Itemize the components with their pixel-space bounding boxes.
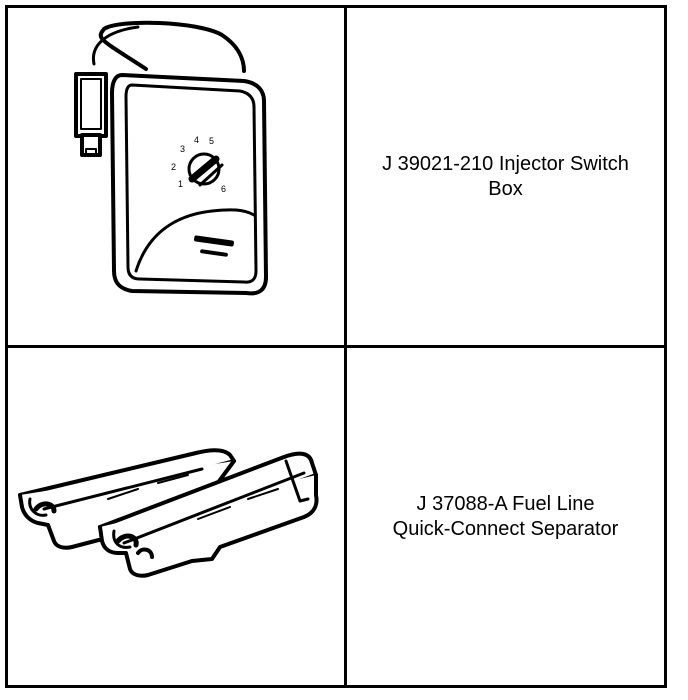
dial-mark: 3 bbox=[180, 144, 185, 154]
tool-name-line: Box bbox=[488, 177, 523, 200]
tool-name-cell-2: J 37088-A Fuel Line Quick-Connect Separa… bbox=[344, 345, 667, 688]
tool-name-line: J 39021-210 Injector Switch bbox=[382, 152, 629, 175]
quick-connect-separator-icon bbox=[18, 447, 319, 578]
dial-mark: 1 bbox=[178, 179, 183, 189]
dial-mark: 4 bbox=[194, 135, 199, 145]
tool-table: 1 2 3 4 5 6 J 39021-210 Injector Switch bbox=[5, 5, 667, 688]
dial-mark: 2 bbox=[171, 162, 176, 172]
dial-mark: 6 bbox=[221, 184, 226, 194]
tool-name-cell-1: J 39021-210 Injector Switch Box bbox=[344, 5, 667, 348]
tool-name-line: J 37088-A Fuel Line bbox=[416, 492, 595, 515]
tool-image-cell-1: 1 2 3 4 5 6 bbox=[5, 5, 347, 348]
tool-name-line: Quick-Connect Separator bbox=[392, 517, 619, 540]
dial-mark: 5 bbox=[209, 136, 214, 146]
tool-row-1: 1 2 3 4 5 6 J 39021-210 Injector Switch bbox=[5, 5, 667, 348]
tool-row-2: J 37088-A Fuel Line Quick-Connect Separa… bbox=[5, 345, 667, 688]
tool-image-cell-2 bbox=[5, 345, 347, 688]
injector-switch-box-icon: 1 2 3 4 5 6 bbox=[74, 20, 268, 295]
